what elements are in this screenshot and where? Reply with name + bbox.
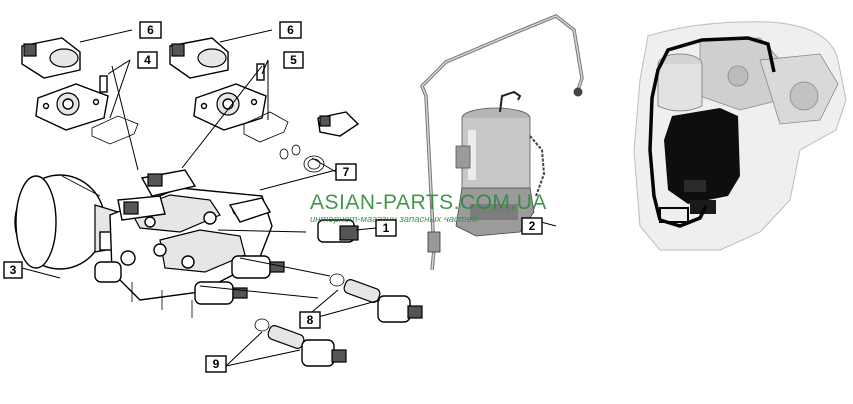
callout-2-label: 2 — [529, 219, 536, 233]
callout-1: 1 — [375, 219, 397, 237]
callout-7-label: 7 — [343, 165, 350, 179]
mounted-sensors — [117, 169, 197, 221]
position-sensor-6a — [21, 37, 81, 79]
solenoid-valve-9 — [254, 318, 347, 367]
o-rings-7 — [279, 144, 325, 173]
callout-8-label: 8 — [307, 313, 314, 327]
pump-unit-photo — [414, 6, 626, 274]
pressure-sensor-1 — [317, 219, 359, 243]
watermark-main-text: ASIAN-PARTS.COM.UA — [310, 191, 547, 214]
callout-5-label: 5 — [290, 53, 297, 67]
solenoid-valve-8 — [329, 273, 423, 323]
callout-1-label: 1 — [383, 221, 390, 235]
callout-6b-label: 6 — [287, 23, 294, 37]
position-sensor-6b — [169, 37, 229, 79]
callout-7: 7 — [335, 163, 357, 181]
callout-9: 9 — [205, 355, 227, 373]
actuator-assembly — [14, 169, 285, 318]
callout-3: 3 — [3, 261, 23, 279]
pressure-sensor-small — [317, 111, 360, 137]
callout-2: 2 — [521, 217, 543, 235]
sensor-plate-4 — [35, 75, 109, 131]
callout-4: 4 — [137, 51, 158, 69]
callout-8: 8 — [299, 311, 321, 329]
callout-3-label: 3 — [10, 263, 17, 277]
callout-6b: 6 — [279, 21, 302, 39]
mounting-bolts — [131, 282, 193, 318]
callout-6a-label: 6 — [147, 23, 154, 37]
callout-6a: 6 — [139, 21, 162, 39]
callout-9-label: 9 — [213, 357, 220, 371]
accumulator-sphere — [14, 174, 119, 270]
block-solenoids — [94, 255, 285, 305]
callout-4-label: 4 — [144, 53, 151, 67]
installed-location-photo — [632, 6, 847, 274]
callout-5: 5 — [283, 51, 304, 69]
gaskets — [91, 111, 289, 145]
